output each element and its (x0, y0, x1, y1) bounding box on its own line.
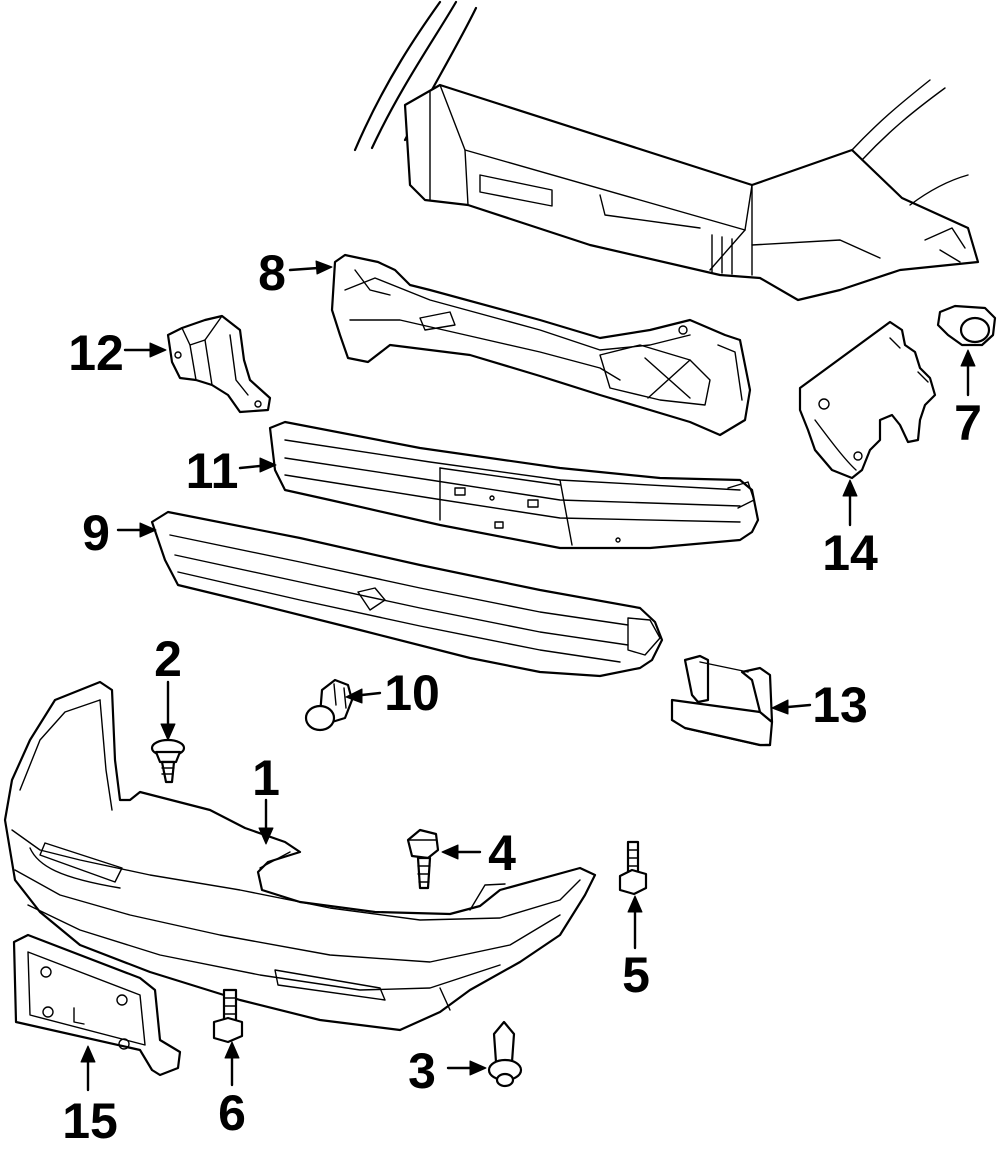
callout-1: 1 (252, 750, 280, 806)
part-6-stud (212, 988, 244, 1044)
vehicle-body-outline (353, 0, 980, 302)
part-15-license-plate-bracket (12, 933, 182, 1077)
callout-labels: 1 2 3 4 5 6 7 8 9 10 11 12 13 14 15 (62, 245, 982, 1149)
callout-10: 10 (384, 665, 440, 721)
callout-2: 2 (154, 631, 182, 687)
callout-6: 6 (218, 1085, 246, 1141)
callout-14: 14 (822, 525, 878, 581)
part-1-bumper-cover (3, 680, 597, 1032)
callout-15: 15 (62, 1093, 118, 1149)
part-12-side-bracket (166, 314, 272, 414)
part-10-push-clip (304, 678, 354, 732)
part-2-push-pin (150, 738, 186, 784)
callout-8: 8 (258, 245, 286, 301)
part-5-stud (618, 840, 648, 896)
callout-5: 5 (622, 947, 650, 1003)
callout-4: 4 (488, 825, 516, 881)
part-9-impact-bar (150, 510, 664, 678)
callout-11: 11 (186, 443, 239, 499)
part-4-bolt (406, 828, 440, 890)
callout-3: 3 (408, 1043, 436, 1099)
part-7-clip (936, 304, 997, 347)
part-8-reinforcement-bracket (330, 253, 752, 437)
part-13-side-bracket (670, 654, 774, 747)
part-3-clip (487, 1020, 523, 1088)
callout-9: 9 (82, 505, 110, 561)
callout-13: 13 (812, 677, 868, 733)
callout-12: 12 (68, 325, 124, 381)
callout-7: 7 (954, 395, 982, 451)
part-11-energy-absorber (268, 420, 760, 550)
leader-lines (80, 260, 976, 1092)
part-14-mounting-bracket (798, 320, 937, 480)
